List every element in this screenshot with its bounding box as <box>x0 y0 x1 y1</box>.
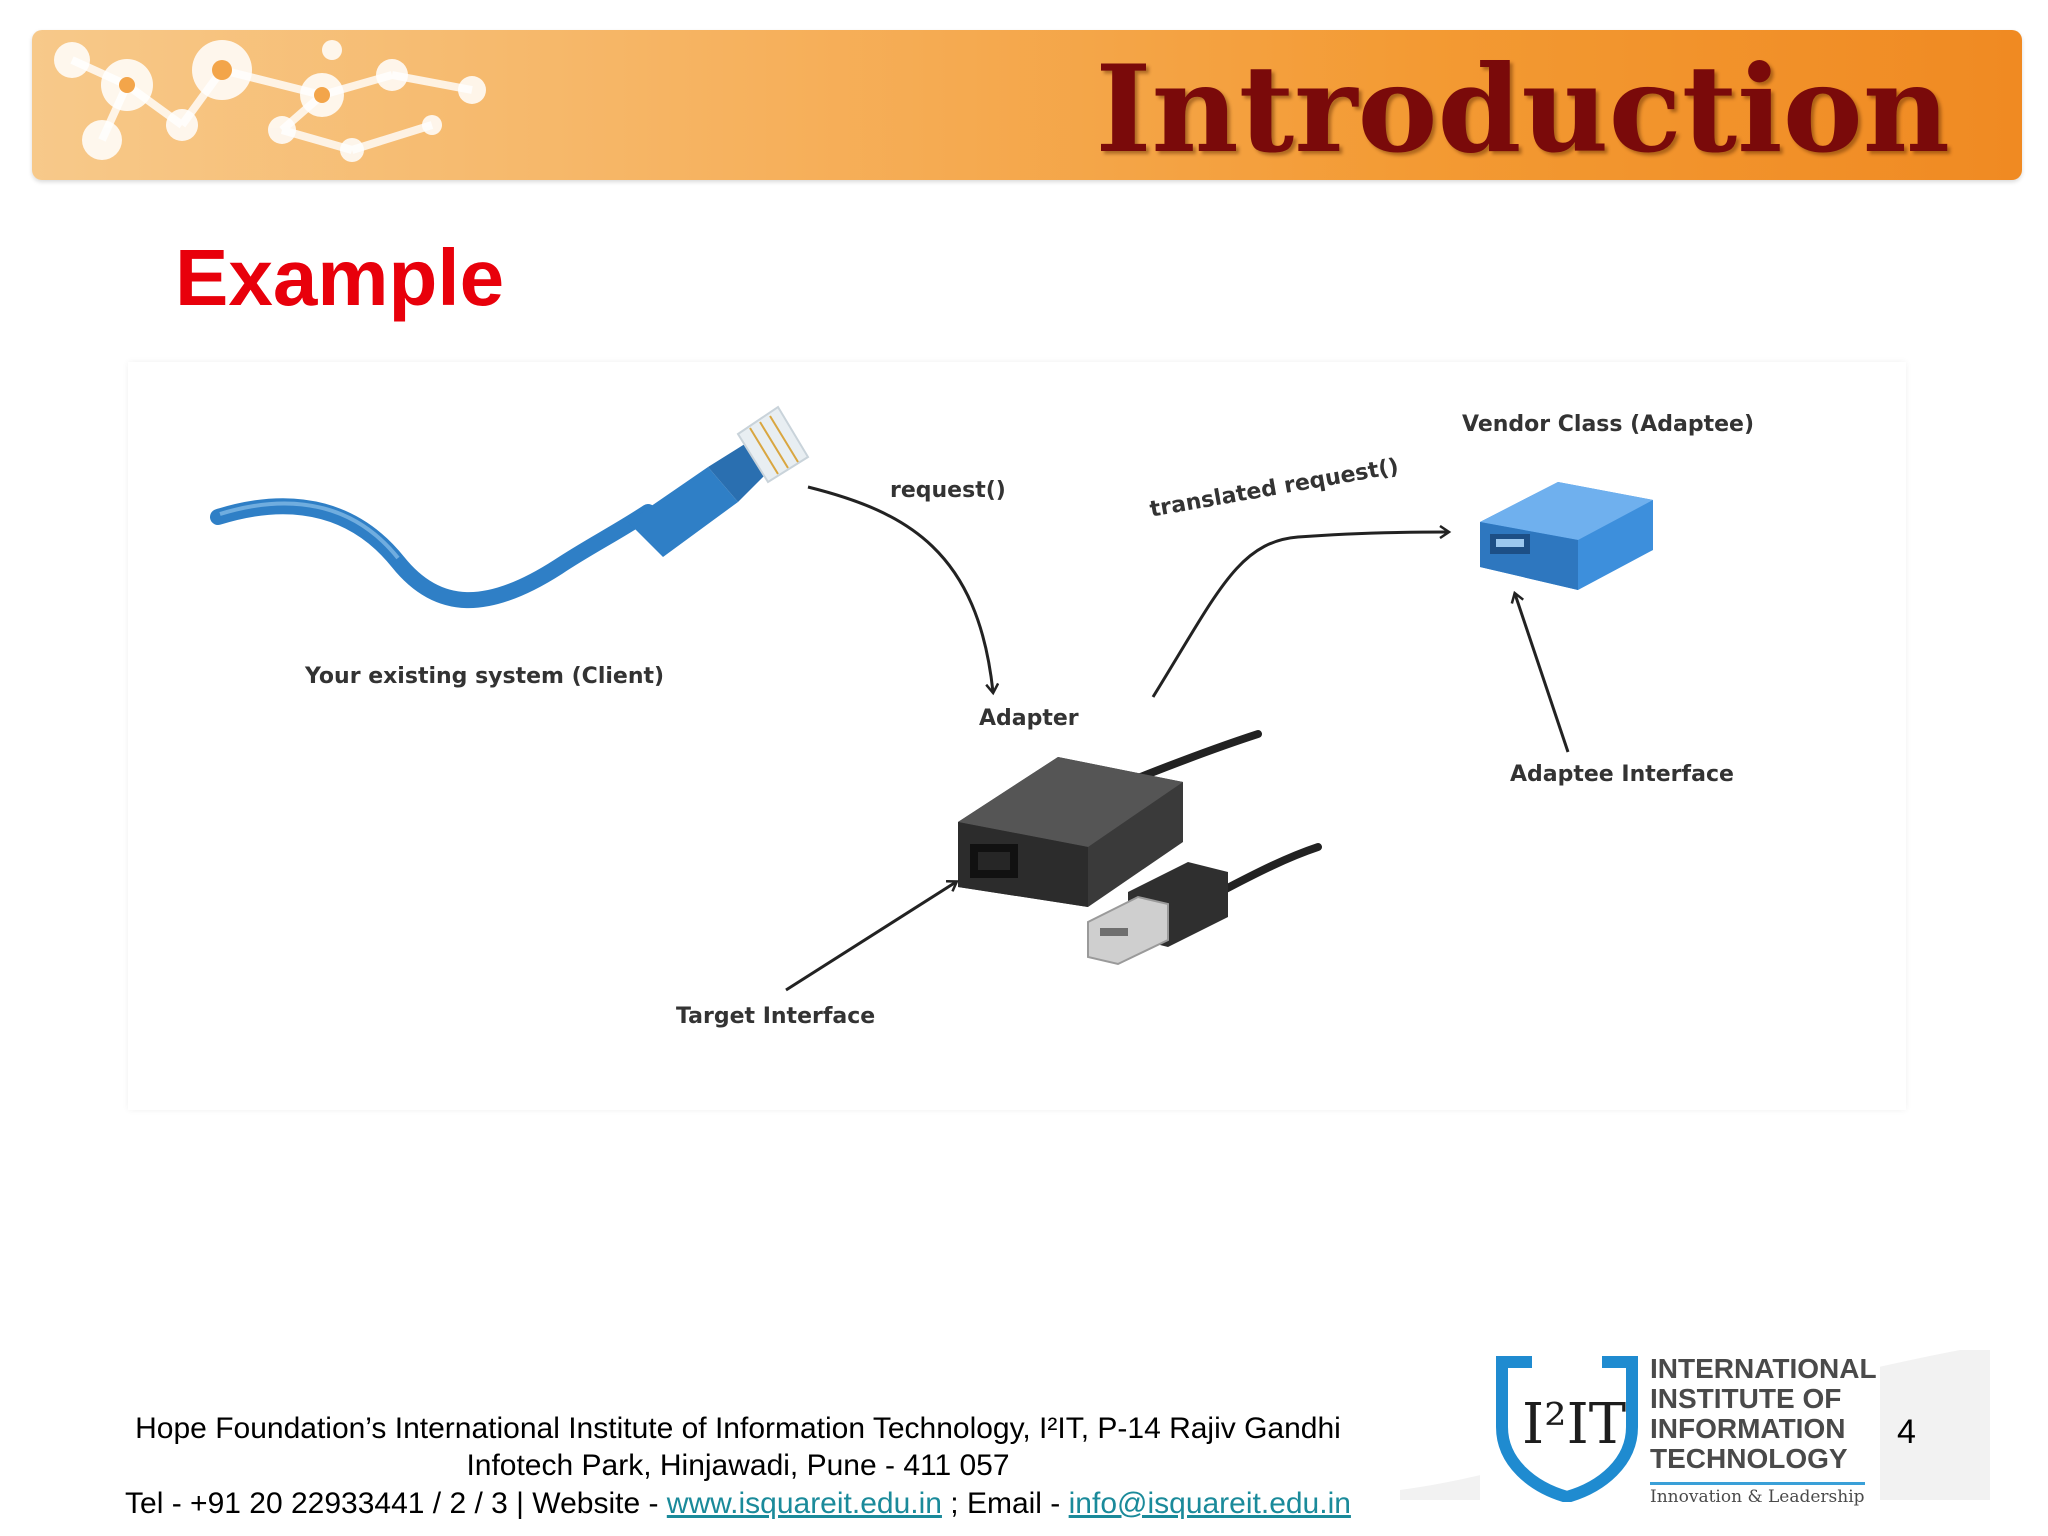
slide-title: Introduction <box>1095 40 1950 180</box>
client-label: Your existing system (Client) <box>305 664 664 689</box>
i2it-logo: I²IT INTERNATIONAL INSTITUTE OF INFORMAT… <box>1480 1340 1880 1516</box>
logo-line-2: INSTITUTE OF <box>1650 1384 1877 1414</box>
page-number: 4 <box>1897 1413 1916 1452</box>
adapter-label: Adapter <box>979 706 1079 731</box>
logo-line-3: INFORMATION <box>1650 1414 1877 1444</box>
address-line-2: Infotech Park, Hinjawadi, Pune - 411 057 <box>52 1447 1424 1484</box>
ethernet-adapter-icon <box>958 734 1318 964</box>
logo-line-1: INTERNATIONAL <box>1650 1354 1877 1384</box>
email-separator: ; Email - <box>942 1487 1069 1520</box>
footer-address: Hope Foundation’s International Institut… <box>52 1410 1424 1484</box>
usb-coupler-icon <box>1480 482 1653 590</box>
logo-tagline: Innovation & Leadership <box>1650 1482 1865 1507</box>
request-arrow <box>808 487 993 692</box>
adapter-diagram: Your existing system (Client) request() … <box>128 362 1906 1110</box>
logo-wordmark: INTERNATIONAL INSTITUTE OF INFORMATION T… <box>1650 1354 1877 1474</box>
footer-contact: Tel - +91 20 22933441 / 2 / 3 | Website … <box>52 1487 1424 1521</box>
vendor-class-label: Vendor Class (Adaptee) <box>1462 412 1754 437</box>
target-interface-label: Target Interface <box>676 1004 875 1029</box>
ethernet-cable-icon <box>218 407 808 600</box>
slide-subtitle: Example <box>175 232 504 324</box>
diagram-graphics <box>128 362 1906 1110</box>
tel-text: Tel - +91 20 22933441 / 2 / 3 | Website … <box>125 1487 667 1520</box>
target-interface-arrow <box>786 882 956 990</box>
request-label: request() <box>890 478 1006 503</box>
translated-request-arrow <box>1153 532 1448 697</box>
logo-mark-text: I²IT <box>1522 1392 1626 1457</box>
website-link[interactable]: www.isquareit.edu.in <box>667 1487 942 1520</box>
address-line-1: Hope Foundation’s International Institut… <box>52 1410 1424 1447</box>
header-banner: Introduction <box>32 30 2022 180</box>
molecule-decoration <box>32 30 632 180</box>
logo-line-4: TECHNOLOGY <box>1650 1444 1877 1474</box>
adaptee-interface-label: Adaptee Interface <box>1510 762 1734 787</box>
email-link[interactable]: info@isquareit.edu.in <box>1069 1487 1351 1520</box>
adaptee-interface-arrow <box>1515 594 1568 752</box>
